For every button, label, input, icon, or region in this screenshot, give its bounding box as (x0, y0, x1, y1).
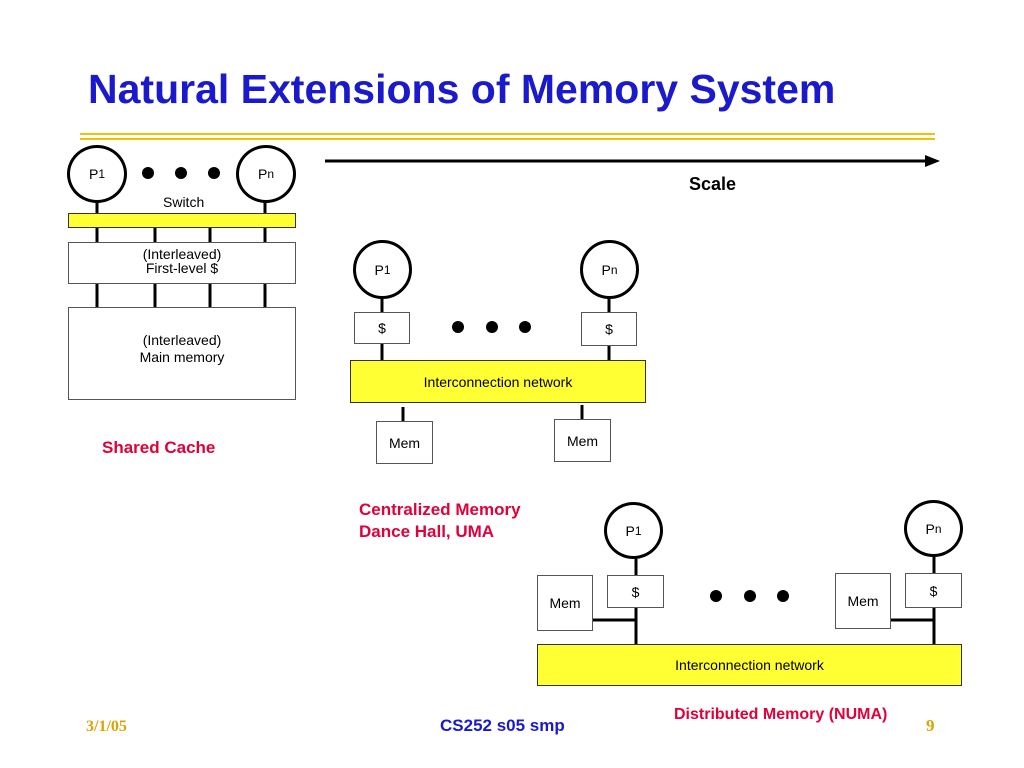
distributed-interconnection-network: Interconnection network (537, 644, 962, 686)
processor-label: P (257, 166, 268, 182)
processor-subscript: n (610, 262, 618, 277)
main-memory-box: (Interleaved) Main memory (68, 307, 296, 400)
switch-label: Switch (163, 194, 205, 210)
footer-page-number: 9 (926, 716, 935, 735)
distributed-cache-left: $ (607, 575, 664, 608)
centralized-caption: Centralized Memory Dance Hall, UMA (359, 499, 521, 543)
processor-label: P (925, 520, 935, 537)
title-rule-top (80, 133, 935, 135)
centralized-interconnection-network: Interconnection network (350, 360, 646, 403)
processor-subscript: n (267, 167, 275, 181)
centralized-caption-line-1: Centralized Memory (359, 500, 521, 519)
processor-subscript: 1 (634, 523, 642, 538)
footer-date: 3/1/05 (86, 718, 127, 735)
centralized-mem-left: Mem (376, 421, 433, 464)
scale-label: Scale (689, 174, 737, 194)
distributed-cache-right: $ (905, 573, 962, 608)
distributed-mem-right: Mem (835, 573, 891, 629)
processor-label: P (374, 261, 384, 278)
distributed-lines (593, 550, 936, 644)
processor-label: P (625, 522, 635, 539)
scale-arrow (325, 155, 940, 167)
centralized-cache-left: $ (354, 312, 410, 344)
centralized-caption-line-2: Dance Hall, UMA (359, 522, 495, 541)
distributed-ellipsis (710, 590, 789, 602)
centralized-ellipsis (452, 321, 531, 333)
cache-line-1: (Interleaved) (142, 246, 222, 262)
processor-subscript: 1 (383, 262, 391, 277)
memory-line-2: Main memory (139, 349, 225, 365)
memory-line-1: (Interleaved) (142, 332, 222, 348)
centralized-mem-right: Mem (554, 419, 611, 462)
processor-subscript: n (934, 521, 942, 536)
shared-cache-ellipsis (142, 167, 220, 179)
shared-cache-lines (95, 198, 267, 307)
processor-subscript: 1 (98, 167, 106, 181)
first-level-cache-box: (Interleaved) First-level $ (68, 242, 296, 284)
switch-bar (68, 213, 296, 228)
slide-title: Natural Extensions of Memory System (88, 66, 836, 112)
footer-course: CS252 s05 smp (440, 716, 565, 735)
cache-line-2: First-level $ (145, 260, 219, 276)
shared-cache-caption: Shared Cache (102, 438, 216, 457)
centralized-cache-right: $ (581, 312, 637, 346)
distributed-caption: Distributed Memory (NUMA) (674, 706, 888, 723)
distributed-mem-left: Mem (537, 575, 593, 631)
processor-label: P (88, 166, 99, 182)
title-rule-bottom (80, 138, 935, 140)
processor-label: P (601, 261, 611, 278)
